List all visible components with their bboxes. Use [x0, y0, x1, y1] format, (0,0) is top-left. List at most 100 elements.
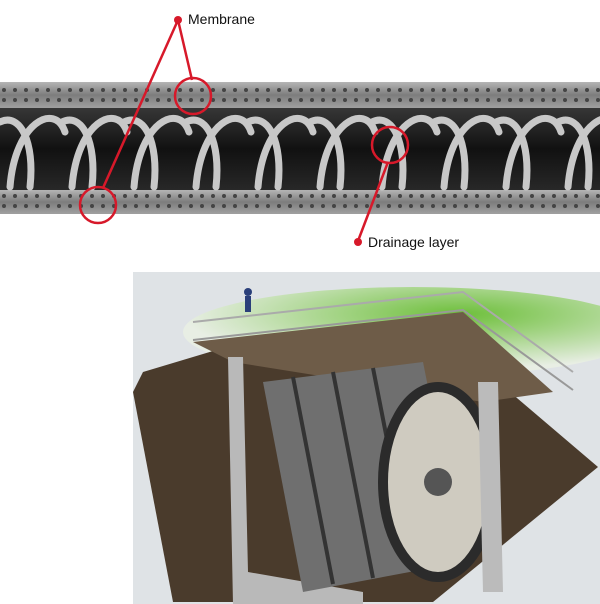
perforation — [200, 204, 204, 208]
perforation — [475, 88, 479, 92]
perforation — [354, 204, 358, 208]
perforation — [255, 204, 259, 208]
perforation — [530, 204, 534, 208]
perforation — [398, 204, 402, 208]
perforation — [442, 88, 446, 92]
perforation — [343, 204, 347, 208]
perforation — [156, 98, 160, 102]
perforation — [508, 194, 512, 198]
perforation — [354, 98, 358, 102]
perforation — [530, 88, 534, 92]
perforation — [189, 204, 193, 208]
perforation — [255, 194, 259, 198]
perforation — [585, 194, 589, 198]
perforation — [376, 98, 380, 102]
perforation — [343, 98, 347, 102]
perforation — [343, 194, 347, 198]
perforation — [233, 98, 237, 102]
perforation — [101, 88, 105, 92]
perforation — [299, 204, 303, 208]
perforation — [310, 88, 314, 92]
perforation — [497, 194, 501, 198]
perforation — [398, 194, 402, 198]
perforation — [189, 194, 193, 198]
perforation — [123, 98, 127, 102]
perforation — [376, 204, 380, 208]
perforation — [497, 98, 501, 102]
perforation — [332, 88, 336, 92]
perforation — [266, 88, 270, 92]
perforation — [200, 88, 204, 92]
perforation — [409, 194, 413, 198]
perforation — [409, 98, 413, 102]
perforation — [387, 98, 391, 102]
perforation — [211, 204, 215, 208]
perforation — [519, 194, 523, 198]
perforation — [321, 194, 325, 198]
perforation — [332, 204, 336, 208]
perforation — [376, 88, 380, 92]
perforation — [519, 98, 523, 102]
perforation — [277, 88, 281, 92]
perforation — [431, 194, 435, 198]
perforation — [420, 98, 424, 102]
perforation — [420, 204, 424, 208]
perforation — [541, 88, 545, 92]
perforation — [442, 98, 446, 102]
perforation — [387, 194, 391, 198]
perforation — [211, 194, 215, 198]
perforation — [101, 204, 105, 208]
perforation — [508, 88, 512, 92]
perforation — [266, 204, 270, 208]
perforation — [90, 194, 94, 198]
perforation — [464, 204, 468, 208]
perforation — [552, 204, 556, 208]
perforation — [596, 194, 600, 198]
perforation — [178, 204, 182, 208]
perforation — [497, 88, 501, 92]
perforation — [299, 194, 303, 198]
perforation — [13, 204, 17, 208]
perforation — [365, 88, 369, 92]
perforation — [46, 204, 50, 208]
perforation — [541, 204, 545, 208]
drainage-callout — [370, 125, 410, 165]
perforation — [530, 194, 534, 198]
perforation — [79, 98, 83, 102]
perforation — [145, 204, 149, 208]
perforation — [442, 194, 446, 198]
perforation — [57, 194, 61, 198]
perforation — [167, 204, 171, 208]
concrete-wall — [228, 357, 363, 604]
treatment-drum-illustration — [133, 272, 600, 604]
perforation — [189, 98, 193, 102]
perforation — [365, 98, 369, 102]
perforation — [563, 98, 567, 102]
perforation — [57, 98, 61, 102]
perforation — [387, 88, 391, 92]
perforation — [508, 98, 512, 102]
drainage-layer-label: Drainage layer — [368, 234, 460, 250]
top-membrane-layer — [0, 82, 600, 108]
perforation — [596, 88, 600, 92]
perforation — [211, 88, 215, 92]
perforation — [2, 98, 6, 102]
perforation — [24, 88, 28, 92]
perforation — [497, 204, 501, 208]
perforation — [233, 204, 237, 208]
perforation — [112, 98, 116, 102]
perforation — [288, 194, 292, 198]
perforation — [464, 88, 468, 92]
perforation — [90, 204, 94, 208]
perforation — [244, 204, 248, 208]
perforation — [266, 194, 270, 198]
perforation — [541, 194, 545, 198]
perforation — [101, 98, 105, 102]
perforation — [387, 204, 391, 208]
perforation — [552, 194, 556, 198]
perforation — [310, 98, 314, 102]
perforation — [266, 98, 270, 102]
perforation — [178, 88, 182, 92]
perforation — [2, 88, 6, 92]
perforation — [321, 98, 325, 102]
